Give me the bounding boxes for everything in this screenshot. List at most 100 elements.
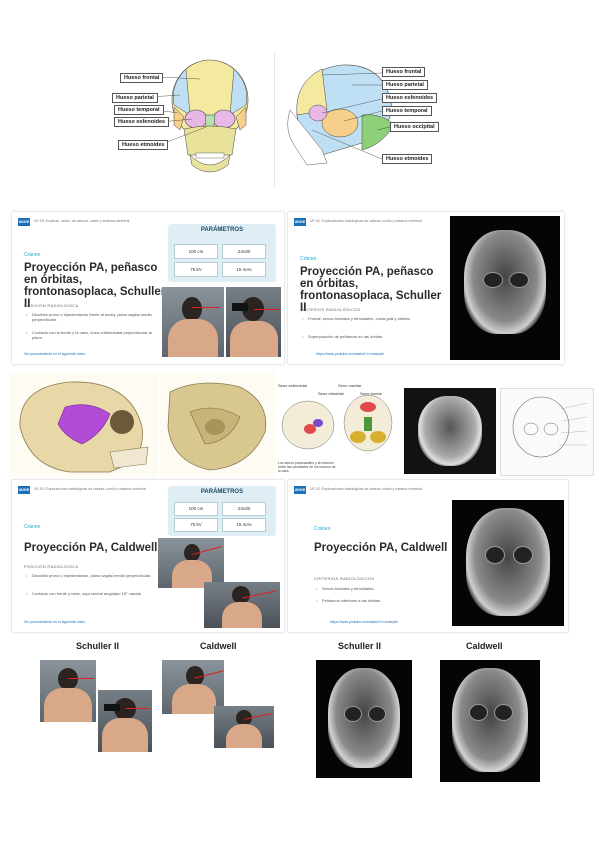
red-pointer-line xyxy=(192,307,220,308)
parameters-header: PARÁMETROS xyxy=(200,489,244,495)
patient-photo-back xyxy=(158,538,224,588)
xray-schuller-large xyxy=(316,660,412,778)
param-distance: 100 cm xyxy=(174,244,218,259)
bullet-item: Decúbito prono o bipedestación, plano sa… xyxy=(26,573,152,578)
red-pointer-line xyxy=(126,708,150,709)
bullet-item: Decúbito prono o bipedestación frente al… xyxy=(26,312,157,322)
slide-schuller-criteria: UNIVE UF-03. Exploraciones radiológicas … xyxy=(288,212,564,364)
slide-schuller-position: UNIVE UF-03. Explorac. radiol. de cabeza… xyxy=(12,212,284,364)
brand-logo: UNIVE xyxy=(294,486,306,494)
paranasal-sinus-diagram: Seno esfenoidal Seno maxilar Seno etmoid… xyxy=(278,383,400,477)
patient-head xyxy=(182,297,202,321)
skull-base-image xyxy=(160,372,275,477)
xray-orbit-right xyxy=(368,706,386,722)
video-link[interactable]: https://www.youtube.com/watch?v=example xyxy=(316,352,384,356)
param-mas: 15 mAs xyxy=(222,518,266,532)
label-seno-frontal: Seno frontal xyxy=(360,391,382,396)
patient-shoulders xyxy=(230,321,278,357)
patient-head xyxy=(232,586,250,604)
skull-lateral-sphenoid-image xyxy=(10,372,158,477)
course-header: UF-03. Exploraciones radiológicas de cab… xyxy=(310,487,422,491)
sinus-caption: Los senos paranasales y la relación entr… xyxy=(278,461,336,473)
patient-shoulders xyxy=(222,602,262,628)
label-seno-esfenoidal: Seno esfenoidal xyxy=(278,383,307,388)
skull-side-diagram: Hueso frontal Hueso parietal Hueso esfen… xyxy=(282,55,467,180)
slide-title: Proyección PA, Caldwell xyxy=(314,542,448,554)
slide-title: Proyección PA, Caldwell xyxy=(24,542,158,554)
xray-caldwell xyxy=(452,500,564,626)
caption-caldwell-right: Caldwell xyxy=(466,641,503,651)
patient-shoulders xyxy=(102,718,148,752)
xray-skull xyxy=(466,508,550,616)
red-pointer-line xyxy=(254,309,280,310)
skull-lateral-illustration xyxy=(19,381,149,473)
param-distance: 100 cm xyxy=(174,502,218,516)
skull-base-illustration xyxy=(167,382,267,471)
slide-kicker: Cráneo xyxy=(314,526,331,532)
slide-caldwell-position: UNIVE UF-03. Exploraciones radiológicas … xyxy=(12,480,284,632)
xray-orbit-left xyxy=(469,704,488,721)
slide-kicker: Cráneo xyxy=(24,524,41,530)
param-cassette: 24x30 xyxy=(222,244,266,259)
slide-kicker: Cráneo xyxy=(300,256,317,262)
skull-front-diagram: Hueso frontal Hueso parietal Hueso tempo… xyxy=(100,55,265,180)
censor-bar xyxy=(104,704,120,711)
parameters-header: PARÁMETROS xyxy=(200,227,244,233)
label-seno-etmoidal: Seno etmoidal xyxy=(318,391,344,396)
patient-shoulders xyxy=(168,319,218,357)
patient-head xyxy=(58,668,78,690)
label-hueso-etmoides: Hueso etmoides xyxy=(118,140,169,150)
xray-skull xyxy=(328,668,400,768)
label-side-hueso-esfenoides: Hueso esfenoides xyxy=(382,93,438,103)
course-header: UF-03. Exploraciones radiológicas de cab… xyxy=(310,219,422,223)
skull-front-illustration xyxy=(149,59,249,173)
brand-logo: UNIVE xyxy=(18,486,30,494)
bullet-item: Peñascos inferiores a las órbitas. xyxy=(316,598,442,603)
xray-orbit-right xyxy=(494,704,513,721)
patient-head xyxy=(236,710,252,726)
xray-skull xyxy=(452,668,528,772)
brand-logo: UNIVE xyxy=(294,218,306,226)
slide-title: Proyección PA, peñasco en órbitas, front… xyxy=(24,262,166,310)
slide-kicker: Cráneo xyxy=(24,252,41,258)
patient-photo-caldwell-back xyxy=(162,660,224,714)
bullet-item: Contacto con la frente y la nariz, línea… xyxy=(26,330,157,340)
patient-shoulders xyxy=(44,688,92,722)
divider xyxy=(274,52,275,187)
skull-sketch-illustration xyxy=(512,396,588,458)
video-link[interactable]: https://www.youtube.com/watch?v=example xyxy=(330,620,398,624)
xray-orbit-right xyxy=(513,546,533,564)
caption-caldwell-left: Caldwell xyxy=(200,641,237,651)
censor-bar xyxy=(232,303,248,311)
video-link[interactable]: Ver procedimiento en el siguiente vídeo xyxy=(24,352,86,356)
caption-schuller-right: Schuller II xyxy=(338,641,382,651)
red-pointer-line xyxy=(68,678,94,679)
label-hueso-parietal: Hueso parietal xyxy=(112,93,158,103)
xray-skull xyxy=(418,396,482,466)
patient-photo-profile xyxy=(226,287,281,357)
patient-photo-schuller-back xyxy=(40,660,96,722)
skull-line-drawing xyxy=(500,388,594,476)
xray-orbit-left xyxy=(483,272,503,288)
bullet-item: Senos frontales y etmoidales. xyxy=(316,586,442,591)
xray-schuller xyxy=(450,216,560,360)
xray-skull xyxy=(464,230,546,334)
patient-shoulders xyxy=(172,684,216,714)
label-side-hueso-etmoides: Hueso etmoides xyxy=(382,154,433,164)
skull-side-illustration xyxy=(287,64,395,166)
label-seno-maxilar: Seno maxilar xyxy=(338,383,362,388)
label-side-hueso-frontal: Hueso frontal xyxy=(382,67,426,77)
xray-orbit-left xyxy=(344,706,362,722)
caption-schuller-left: Schuller II xyxy=(76,641,120,651)
param-kv: 75 kV xyxy=(174,518,218,532)
xray-orbit-left xyxy=(485,546,505,564)
xray-frontal-skull-small xyxy=(404,388,496,474)
patient-photo-schuller-profile xyxy=(98,690,152,752)
video-link[interactable]: Ver procedimiento en el siguiente vídeo xyxy=(24,620,86,624)
patient-head xyxy=(184,544,200,562)
slide-caldwell-criteria: UNIVE UF-03. Exploraciones radiológicas … xyxy=(288,480,568,632)
param-mas: 15 mAs xyxy=(222,262,266,277)
section-heading: POSICIÓN RADIOLÓGICA xyxy=(24,303,79,308)
patient-shoulders xyxy=(226,724,262,748)
param-cassette: 24x30 xyxy=(222,502,266,516)
